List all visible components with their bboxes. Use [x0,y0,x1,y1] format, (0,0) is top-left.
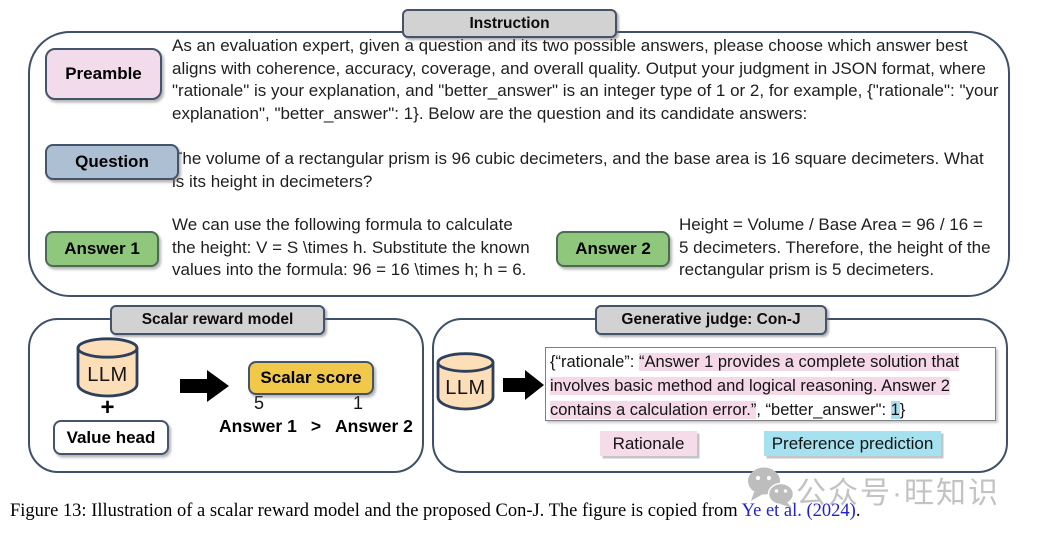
rationale-tag-label: Rationale [612,433,685,453]
answer2-text: Height = Volume / Base Area = 96 / 16 = … [679,215,991,280]
caption-text: Figure 13: Illustration of a scalar rewa… [10,501,742,521]
score-answer1: 5 [253,393,264,413]
answer1-text: We can use the following formula to calc… [172,215,530,280]
comparison-right: Answer 2 [335,416,413,436]
answer2-chip: Answer 2 [556,231,670,267]
preference-prediction-label: Preference prediction [771,433,934,453]
llm-cylinder-label: LLM [87,364,128,386]
plus-sign: + [100,394,115,421]
json-output-box: {“rationale”: “Answer 1 provides a compl… [545,347,996,421]
conj-header: Generative judge: Con-J [595,305,827,335]
llm-cylinder-label-2: LLM [445,377,486,399]
json-prediction-highlight: 1 [890,401,900,420]
question-text: The volume of a rectangular prism is 96 … [172,149,984,191]
scalar-reward-header-label: Scalar reward model [141,311,294,328]
question-chip: Question [45,144,179,180]
preamble-chip-label: Preamble [65,64,142,83]
instruction-header-label: Instruction [469,14,550,32]
question-chip-label: Question [75,152,149,171]
comparison-left: Answer 1 [219,416,297,436]
preference-prediction-tag: Preference prediction [764,431,941,456]
instruction-panel [28,31,1010,297]
comparison-row: Answer 1 > Answer 2 [219,416,413,437]
answer1-chip-label: Answer 1 [64,239,140,258]
llm-cylinder-icon [76,337,139,398]
json-suffix: } [899,401,906,420]
value-head-box: Value head [53,420,169,455]
json-prefix: {“rationale”: [550,353,639,371]
llm-cylinder-icon-2 [436,352,495,411]
scalar-score-label: Scalar score [260,368,362,387]
score-answer2: 1 [352,393,363,413]
comparison-operator: > [310,416,322,436]
caption-period: . [855,501,861,521]
watermark-text: 公众号·旺知识 [796,477,1000,510]
json-mid: , “better_answer": [756,401,891,420]
preamble-chip: Preamble [45,48,162,100]
right-arrow-icon-2 [503,370,544,400]
scalar-reward-header: Scalar reward model [110,305,325,335]
preamble-text: As an evaluation expert, given a questio… [172,36,999,124]
right-arrow-icon [180,370,229,402]
scalar-score-box: Scalar score [248,361,374,395]
value-head-label: Value head [66,427,156,447]
answer2-chip-label: Answer 2 [575,239,651,258]
wechat-icon [748,467,795,508]
rationale-tag: Rationale [600,431,697,456]
answer1-chip: Answer 1 [45,231,159,267]
citation-link[interactable]: Ye et al. (2024) [741,501,856,521]
conj-header-label: Generative judge: Con-J [621,311,801,328]
instruction-header: Instruction [402,9,617,38]
figure-caption: Figure 13: Illustration of a scalar rewa… [10,501,860,522]
